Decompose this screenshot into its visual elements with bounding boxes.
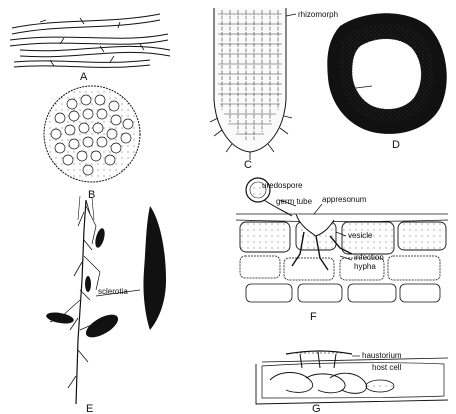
label-rhizomorph: rhizomorph <box>298 10 338 19</box>
panel-e-sclerotium-large <box>143 206 166 330</box>
panel-c-rhizomorph <box>210 8 296 160</box>
panel-b-letter: B <box>88 189 95 201</box>
label-sclerotia: sclerotia <box>98 287 128 296</box>
label-pith: pith <box>338 84 351 93</box>
label-infection: infection <box>354 253 384 262</box>
panel-e-plant <box>50 196 106 404</box>
panel-e-letter: E <box>86 403 93 414</box>
panel-d-cross-section <box>327 13 446 134</box>
panel-a-letter: A <box>80 71 88 83</box>
label-host-cell: host cell <box>372 363 402 372</box>
label-uredospore: uredospore <box>262 181 303 190</box>
panel-b-sclerotium <box>44 86 140 182</box>
panel-f-letter: F <box>310 311 317 323</box>
panel-c-letter: C <box>244 159 252 171</box>
panel-g-letter: G <box>312 403 321 414</box>
label-hypha: hypha <box>354 262 376 271</box>
label-haustorium: haustorium <box>362 351 402 360</box>
label-appresorium: appresonum <box>322 195 367 204</box>
panel-g-haustorium <box>256 351 448 404</box>
label-vesicle: vesicle <box>348 231 373 240</box>
panel-d-letter: D <box>392 139 400 151</box>
panel-a-hyphae <box>10 14 170 67</box>
label-germ-tube: germ tube <box>276 197 313 206</box>
